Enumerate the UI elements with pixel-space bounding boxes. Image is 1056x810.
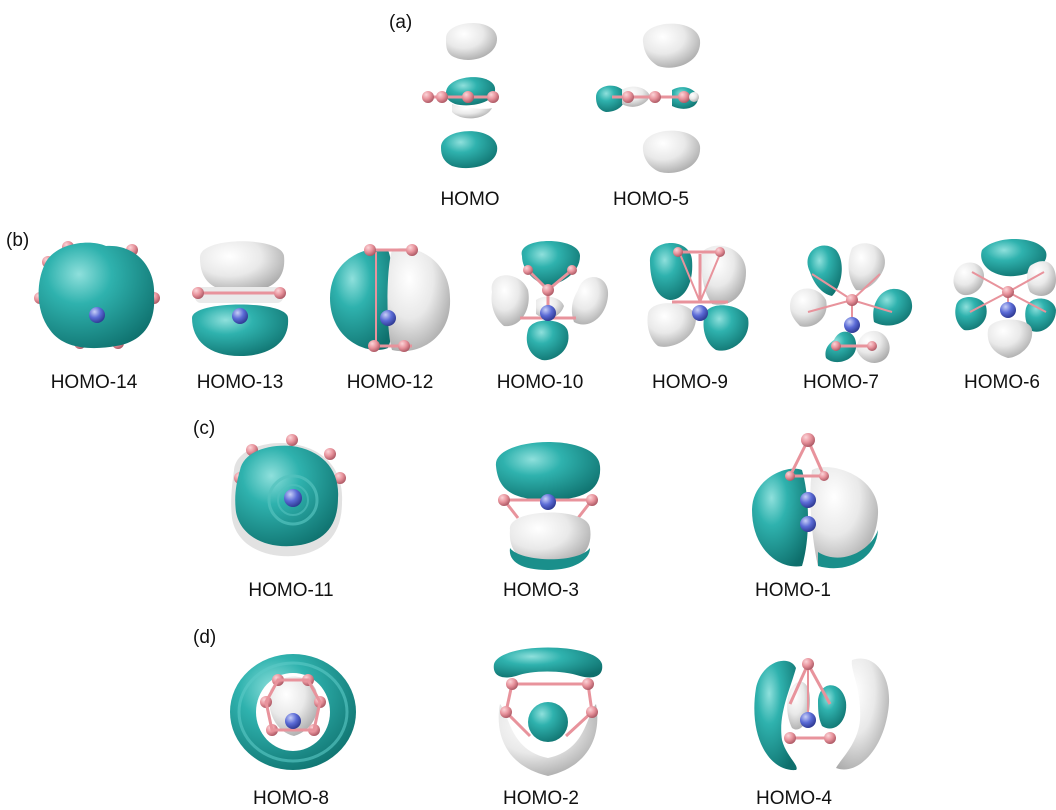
orbital-homo-10: HOMO-10 [491, 241, 609, 393]
orbital-homo-2: HOMO-2 [493, 647, 603, 809]
orbital-label: HOMO-8 [253, 788, 329, 809]
orbital-label: HOMO-13 [197, 372, 284, 393]
orbital-homo-1: HOMO-1 [752, 433, 879, 601]
orbital-homo-12: HOMO-12 [330, 244, 451, 393]
orbital-label: HOMO-6 [964, 372, 1040, 393]
orbital-homo-7: HOMO-7 [790, 243, 913, 393]
orbital-label: HOMO-3 [503, 580, 579, 601]
orbital-homo-8: HOMO-8 [230, 654, 356, 809]
orbital-homo-4: HOMO-4 [754, 658, 890, 809]
orbital-label: HOMO-11 [248, 580, 333, 601]
panel-label-c: (c) [193, 418, 215, 439]
panel-label-a: (a) [389, 12, 412, 33]
panel-label-d: (d) [193, 627, 216, 648]
orbital-label: HOMO-1 [755, 580, 831, 601]
orbital-homo-9: HOMO-9 [647, 242, 749, 393]
orbital-homo-6: HOMO-6 [953, 238, 1056, 393]
orbital-label: HOMO-4 [756, 788, 832, 809]
orbital-label: HOMO-5 [613, 189, 689, 210]
orbital-label: HOMO-9 [652, 372, 728, 393]
orbital-label: HOMO-7 [803, 372, 879, 393]
orbital-homo-11: HOMO-11 [231, 434, 346, 601]
orbital-homo-14: HOMO-14 [34, 241, 160, 393]
orbital-homo-3: HOMO-3 [495, 441, 601, 601]
orbital-label: HOMO-14 [51, 372, 138, 393]
orbital-homo-13: HOMO-13 [192, 241, 289, 393]
orbital-label: HOMO-2 [503, 788, 579, 809]
orbital-homo-5: HOMO-5 [596, 23, 701, 210]
orbital-label: HOMO-10 [497, 372, 584, 393]
orbital-label: HOMO [440, 189, 499, 210]
orbital-homo: HOMO [422, 22, 500, 210]
panel-label-b: (b) [6, 230, 29, 251]
orbital-label: HOMO-12 [347, 372, 434, 393]
